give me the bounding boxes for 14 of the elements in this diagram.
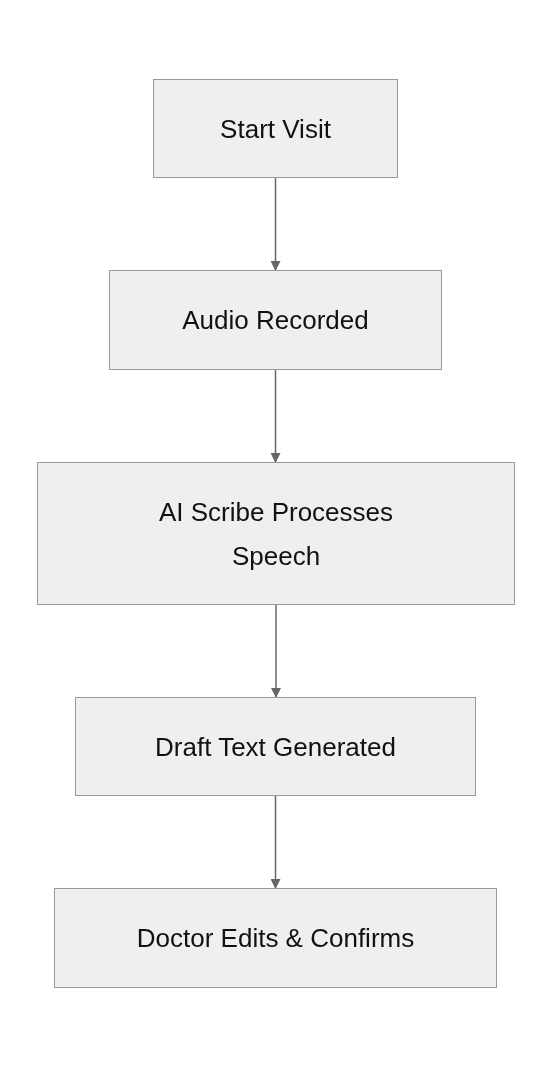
box-label: Doctor Edits & Confirms xyxy=(136,922,415,955)
process-box xyxy=(54,888,497,988)
process-box xyxy=(153,79,398,178)
arrow xyxy=(270,369,281,463)
arrow xyxy=(271,604,281,698)
arrow xyxy=(270,795,281,889)
box-label: Audio Recorded xyxy=(182,304,369,337)
process-box xyxy=(37,462,515,605)
arrow xyxy=(270,177,281,271)
process-box xyxy=(109,270,442,370)
process-box xyxy=(75,697,476,796)
box-label: Draft Text Generated xyxy=(155,730,396,764)
box-label: Start Visit xyxy=(220,112,331,146)
box-label: AI Scribe Processes Speech xyxy=(157,495,395,573)
